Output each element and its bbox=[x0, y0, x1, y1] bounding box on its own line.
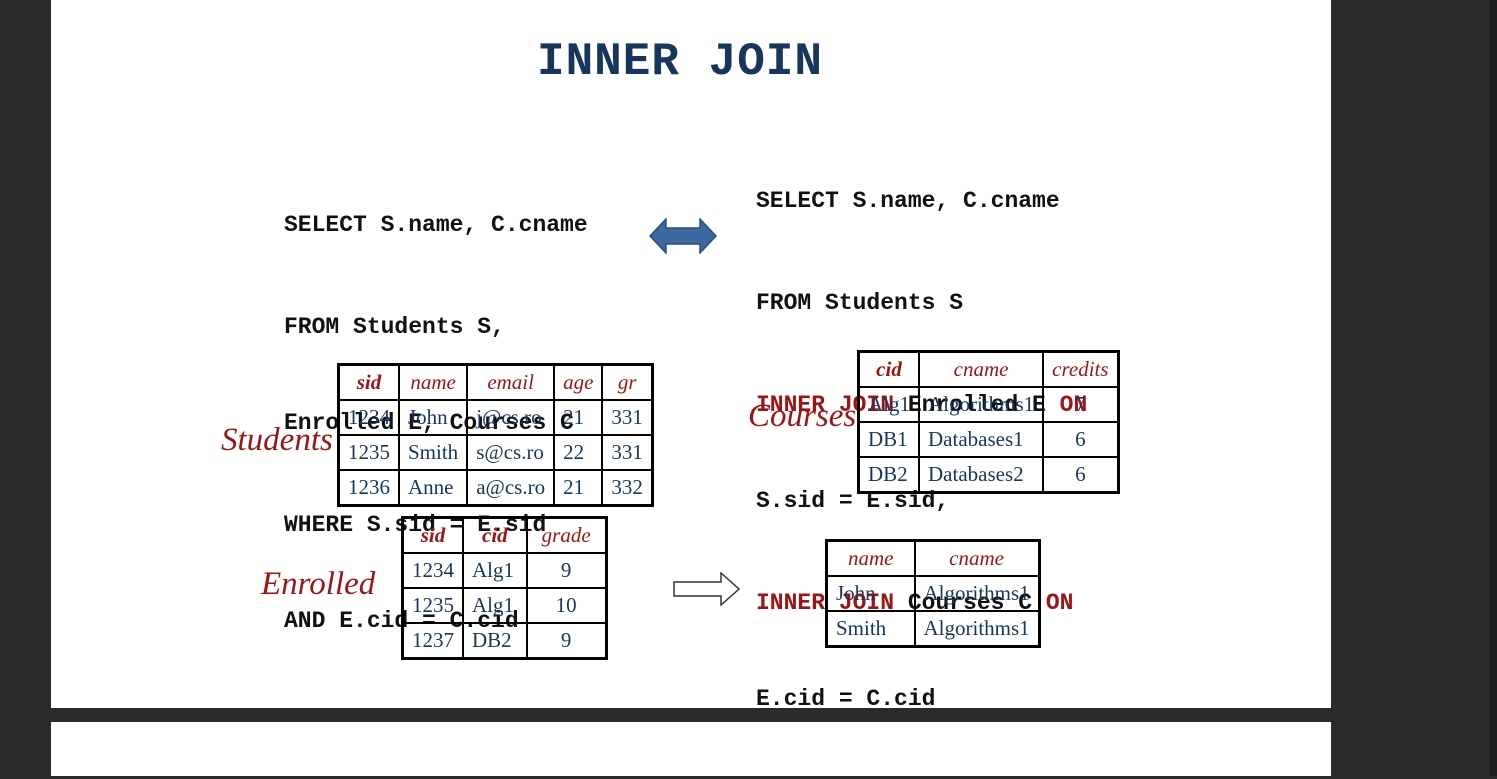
table-cell: 21 bbox=[553, 399, 604, 436]
column-header: age bbox=[553, 363, 604, 401]
table-cell: 9 bbox=[525, 622, 608, 660]
sql-line: E.cid = C.cid bbox=[756, 686, 936, 712]
table-cell: 22 bbox=[553, 434, 604, 471]
column-header: cid bbox=[857, 350, 920, 388]
table-cell: 21 bbox=[553, 469, 604, 507]
next-slide-page bbox=[51, 722, 1331, 776]
table-row: 1236 Anne a@cs.ro 21 332 bbox=[337, 469, 654, 507]
table-header-row: sid cid grade bbox=[401, 516, 608, 554]
table-cell: 6 bbox=[1042, 421, 1120, 458]
sql-keyword: ON bbox=[1045, 590, 1074, 616]
table-cell: Databases1 bbox=[917, 421, 1045, 458]
column-header: sid bbox=[401, 516, 464, 554]
table-cell: 332 bbox=[601, 469, 654, 507]
right-arrow-icon bbox=[673, 572, 741, 606]
table-row: 1234 Alg1 9 bbox=[401, 552, 608, 589]
column-header: cid bbox=[462, 516, 528, 554]
table-cell: Databases2 bbox=[917, 456, 1045, 494]
sql-line: SELECT S.name, C.cname bbox=[284, 212, 588, 238]
table-cell: John bbox=[397, 399, 469, 436]
table-cell: 1236 bbox=[337, 469, 400, 507]
scrollbar[interactable] bbox=[1490, 0, 1497, 776]
table-cell: John bbox=[825, 575, 916, 612]
table-row: DB1 Databases1 6 bbox=[857, 421, 1120, 458]
enrolled-label: Enrolled bbox=[261, 566, 376, 602]
table-row: Alg1 Algorithms1 7 bbox=[857, 386, 1120, 423]
slide-title: INNER JOIN bbox=[536, 36, 824, 88]
column-header: name bbox=[397, 363, 469, 401]
table-header-row: sid name email age gr bbox=[337, 363, 654, 401]
table-header-row: cid cname credits bbox=[857, 350, 1120, 388]
column-header: email bbox=[466, 363, 556, 401]
table-header-row: name cname bbox=[825, 539, 1041, 577]
table-cell: a@cs.ro bbox=[466, 469, 556, 507]
double-arrow-icon bbox=[649, 218, 717, 254]
courses-table: cid cname credits Alg1 Algorithms1 7 DB1… bbox=[857, 350, 1120, 494]
table-cell: 1235 bbox=[401, 587, 464, 624]
table-cell: s@cs.ro bbox=[466, 434, 556, 471]
table-row: Smith Algorithms1 bbox=[825, 610, 1041, 648]
table-cell: Anne bbox=[397, 469, 469, 507]
table-cell: DB2 bbox=[857, 456, 920, 494]
table-cell: Alg1 bbox=[462, 552, 528, 589]
table-cell: j@cs.ro bbox=[466, 399, 556, 436]
column-header: gr bbox=[601, 363, 654, 401]
table-cell: DB2 bbox=[462, 622, 528, 660]
result-table: name cname John Algorithms1 Smith Algori… bbox=[825, 539, 1041, 648]
sql-line: FROM Students S bbox=[756, 290, 964, 316]
column-header: cname bbox=[913, 539, 1041, 577]
table-cell: 1235 bbox=[337, 434, 400, 471]
students-label: Students bbox=[221, 422, 333, 458]
table-cell: 1234 bbox=[337, 399, 400, 436]
table-cell: Smith bbox=[397, 434, 469, 471]
table-cell: Algorithms1 bbox=[913, 610, 1041, 648]
table-row: 1235 Alg1 10 bbox=[401, 587, 608, 624]
table-cell: 9 bbox=[525, 552, 608, 589]
table-cell: 6 bbox=[1042, 456, 1120, 494]
table-cell: 1234 bbox=[401, 552, 464, 589]
students-table: sid name email age gr 1234 John j@cs.ro … bbox=[337, 363, 654, 507]
courses-label: Courses bbox=[748, 398, 857, 434]
column-header: sid bbox=[337, 363, 400, 401]
sql-line: SELECT S.name, C.cname bbox=[756, 188, 1060, 214]
table-cell: Algorithms1 bbox=[917, 386, 1045, 423]
column-header: name bbox=[825, 539, 916, 577]
table-cell: 7 bbox=[1042, 386, 1120, 423]
table-cell: Algorithms1 bbox=[913, 575, 1041, 612]
table-row: 1234 John j@cs.ro 21 331 bbox=[337, 399, 654, 436]
table-cell: Alg1 bbox=[857, 386, 920, 423]
table-cell: 1237 bbox=[401, 622, 464, 660]
table-cell: 331 bbox=[601, 399, 654, 436]
column-header: cname bbox=[917, 350, 1045, 388]
column-header: credits bbox=[1042, 350, 1120, 388]
slide-page: INNER JOIN SELECT S.name, C.cname FROM S… bbox=[51, 0, 1331, 712]
sql-line: S.sid = E.sid, bbox=[756, 488, 950, 514]
table-cell: Alg1 bbox=[462, 587, 528, 624]
table-row: John Algorithms1 bbox=[825, 575, 1041, 612]
table-cell: 10 bbox=[525, 587, 608, 624]
table-cell: DB1 bbox=[857, 421, 920, 458]
table-row: 1237 DB2 9 bbox=[401, 622, 608, 660]
sql-line: FROM Students S, bbox=[284, 314, 505, 340]
enrolled-table: sid cid grade 1234 Alg1 9 1235 Alg1 10 1… bbox=[401, 516, 608, 660]
table-row: DB2 Databases2 6 bbox=[857, 456, 1120, 494]
column-header: grade bbox=[525, 516, 608, 554]
table-cell: Smith bbox=[825, 610, 916, 648]
table-cell: 331 bbox=[601, 434, 654, 471]
table-row: 1235 Smith s@cs.ro 22 331 bbox=[337, 434, 654, 471]
